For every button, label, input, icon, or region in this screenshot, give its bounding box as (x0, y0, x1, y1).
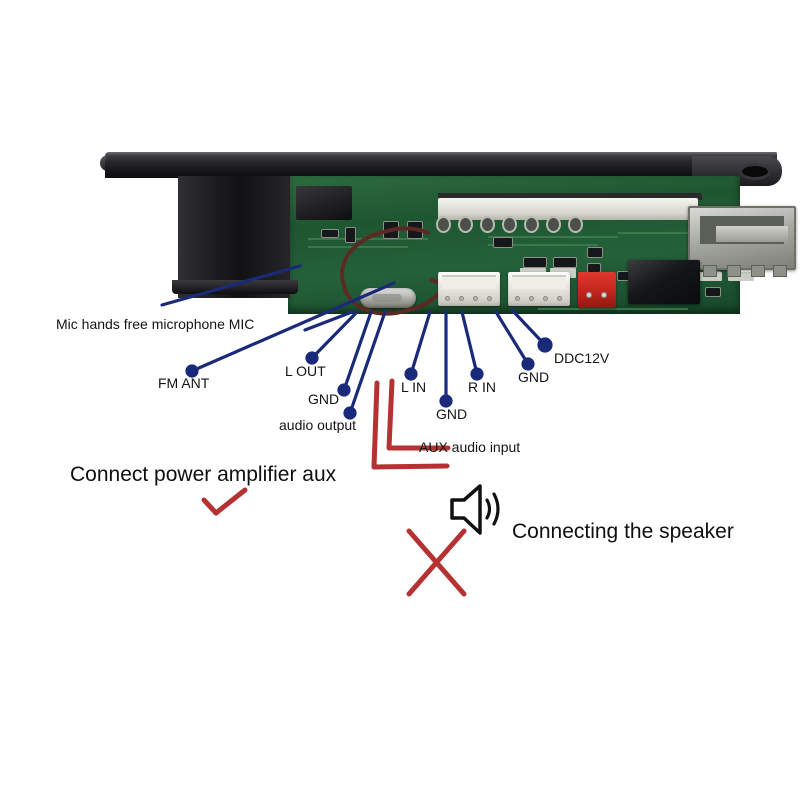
chassis-top-rail (105, 152, 777, 178)
smd-component (618, 272, 630, 280)
pcb-trace (488, 244, 598, 246)
callout-label-gnd-input: GND (436, 406, 468, 422)
pcb-trace (308, 246, 408, 248)
callout-label-l-out: L OUT (285, 363, 326, 379)
main-ic (628, 260, 700, 304)
header-hole (526, 218, 537, 231)
callout-label-fm-ant: FM ANT (158, 375, 210, 391)
usb-cavity (700, 216, 788, 244)
usb-tongue (716, 226, 788, 242)
pcb-trace (618, 232, 688, 234)
connector-pin (473, 296, 478, 301)
smd-component (706, 288, 720, 296)
usb-leg (774, 266, 786, 276)
connector-pin (529, 296, 534, 301)
connector-slot (512, 275, 566, 289)
smd-component (588, 264, 600, 272)
callout-label-audio-output: audio output (279, 417, 357, 433)
printed-circuit-board (288, 176, 796, 327)
power-pin (586, 292, 592, 298)
audio-output-connector (438, 272, 500, 306)
aux-input-connector (508, 272, 570, 306)
smd-component (346, 228, 355, 242)
mp3-decoder-board (99, 152, 796, 327)
callout-label-r-in: R IN (468, 379, 496, 395)
connector-pin (557, 296, 562, 301)
usb-connector (688, 206, 796, 276)
callout-label-gnd-output: GND (308, 391, 340, 407)
ribbon-connector (438, 198, 698, 220)
mounting-screw-hole (742, 166, 768, 177)
smd-component (408, 222, 422, 238)
callout-label-gnd-power: GND (518, 369, 550, 385)
smd-component (524, 258, 546, 267)
chassis-bottom-lip (172, 280, 298, 294)
smd-component (494, 238, 512, 247)
header-hole (570, 218, 581, 231)
header-hole (438, 218, 449, 231)
callout-label-mic: Mic hands free microphone MIC (56, 316, 255, 332)
smd-component (322, 230, 338, 237)
smd-component (384, 222, 398, 238)
connector-pin (515, 296, 520, 301)
connector-pin (459, 296, 464, 301)
ribbon-connector-shroud (438, 193, 702, 200)
usb-leg (728, 266, 740, 276)
power-connector (578, 272, 616, 308)
pcb-trace (308, 238, 428, 240)
callout-label-aux-audio-input: AUX audio input (419, 439, 521, 455)
header-hole (548, 218, 559, 231)
callout-label-l-in: L IN (401, 379, 427, 395)
header-hole (504, 218, 515, 231)
power-pin (601, 292, 607, 298)
header-hole (460, 218, 471, 231)
connector-slot (442, 275, 496, 289)
annotation-connecting-the-speaker: Connecting the speaker (512, 520, 734, 543)
smd-component (588, 248, 602, 257)
connector-pin (543, 296, 548, 301)
usb-leg (704, 266, 716, 276)
header-hole (482, 218, 493, 231)
usb-leg (752, 266, 764, 276)
solder-pad (728, 272, 754, 281)
callout-label-ddc12v: DDC12V (554, 350, 610, 366)
connector-pin (445, 296, 450, 301)
solder-pad (692, 272, 722, 281)
chassis-black-component (296, 186, 352, 220)
annotation-connect-power-amplifier-aux: Connect power amplifier aux (70, 463, 337, 486)
smd-component (554, 258, 576, 267)
pcb-trace (488, 236, 618, 238)
connector-pin (487, 296, 492, 301)
pcb-trace (538, 308, 688, 310)
